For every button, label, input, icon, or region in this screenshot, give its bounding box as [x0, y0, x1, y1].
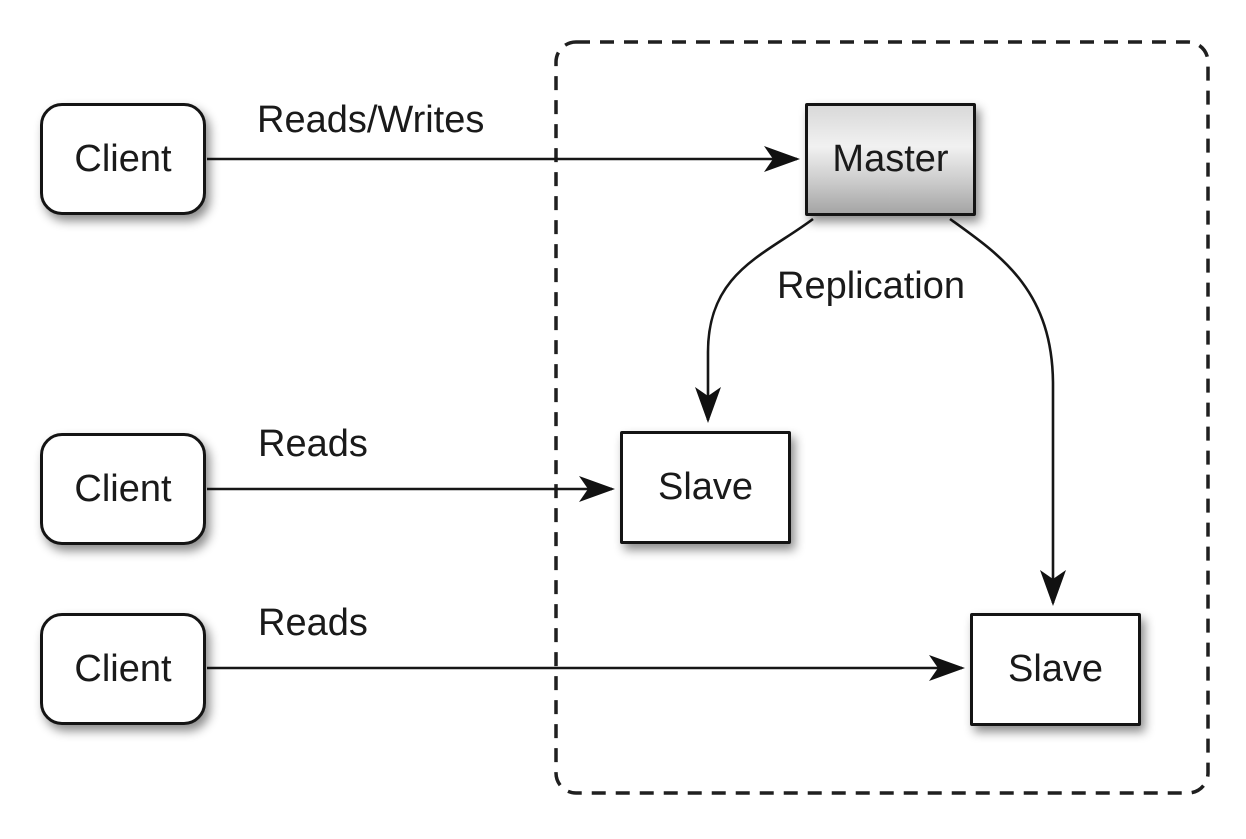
- node-master-label: Master: [832, 138, 949, 180]
- node-slave-right-label: Slave: [1007, 648, 1104, 690]
- node-client-middle-label: Client: [74, 467, 172, 510]
- node-client-bottom: Client: [40, 613, 206, 725]
- edge-master-to-slave-left: [695, 217, 814, 423]
- node-client-top: Client: [40, 103, 206, 215]
- edge-label-reads-writes: Reads/Writes: [257, 99, 485, 141]
- edge-label-reads-bottom: Reads: [258, 602, 368, 644]
- edge-label-replication: Replication: [777, 265, 965, 307]
- node-slave-right: Slave: [970, 613, 1141, 726]
- node-slave-left-label: Slave: [657, 466, 754, 508]
- node-slave-left: Slave: [620, 431, 791, 544]
- node-master: Master: [805, 103, 976, 216]
- node-client-bottom-label: Client: [74, 647, 172, 690]
- node-client-top-label: Client: [74, 137, 172, 180]
- node-client-middle: Client: [40, 433, 206, 545]
- edge-label-reads-middle: Reads: [258, 423, 368, 465]
- edge-master-to-slave-right: [949, 217, 1066, 606]
